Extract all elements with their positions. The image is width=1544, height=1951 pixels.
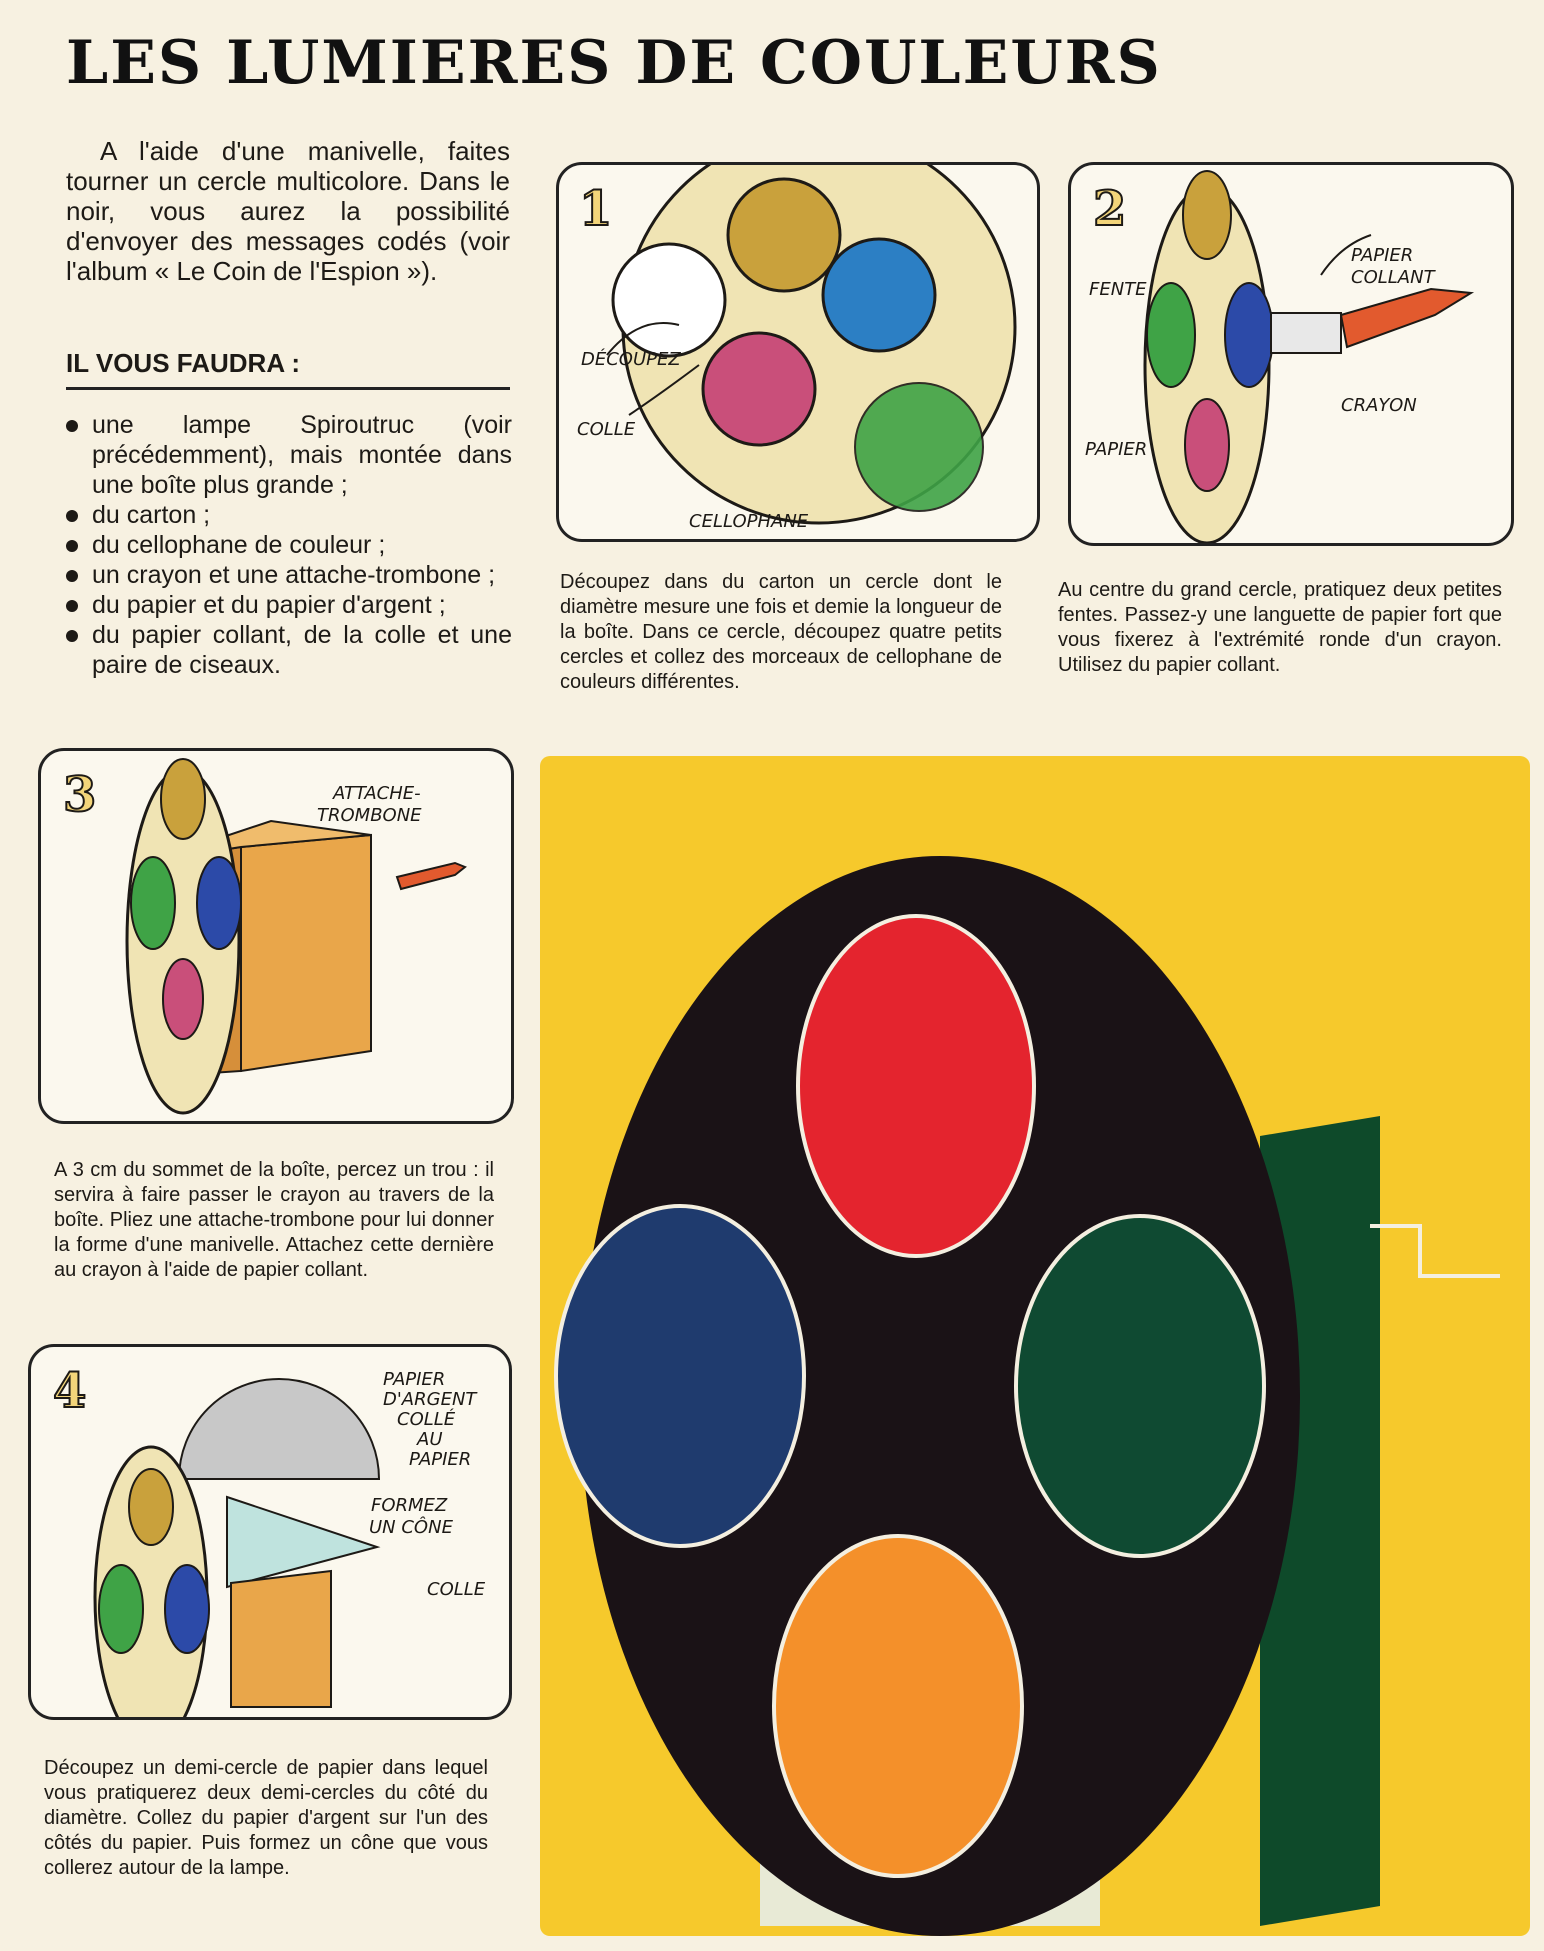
cone-shape [226,1495,381,1589]
ochre-filter [1182,170,1232,260]
pencil-icon [1339,287,1475,349]
label-foil-2: D'ARGENT [383,1389,478,1410]
black-disc [580,856,1300,1936]
list-item: un crayon et une attache-trombone ; [62,560,512,590]
blue-filter [196,856,242,950]
step-4-number: 4 [53,1363,86,1419]
pink-filter [162,958,204,1040]
step-2-illustration: 2 PAPIER COLLANT FENTE CRAYON PAPIER [1068,162,1514,546]
tape-strip [1270,312,1342,354]
pink-filter [701,331,817,447]
foil-half-circle [177,1378,381,1480]
blue-filter [554,1204,806,1548]
label-pencil: CRAYON [1341,395,1417,416]
list-item: une lampe Spiroutruc (voir précédemment)… [62,410,512,500]
step-1-caption: Découpez dans du carton un cercle dont l… [560,571,1002,693]
arrow-icon [628,364,700,416]
finished-device-photo [540,756,1530,1936]
blue-filter [164,1564,210,1654]
ochre-filter [128,1468,174,1546]
label-slit: FENTE [1089,279,1147,300]
label-clip-2: TROMBONE [317,805,422,826]
box-front [230,1569,332,1708]
label-cone-2: UN CÔNE [369,1516,454,1538]
step-3-illustration: 3 ATTACHE- TROMBONE [38,748,514,1124]
green-cellophane [854,382,984,512]
label-cut: DÉCOUPEZ [581,348,681,370]
label-tape-2: COLLANT [1351,267,1437,288]
label-foil-1: PAPIER [383,1369,445,1390]
list-item: du papier et du papier d'argent ; [62,590,512,620]
step-3-caption: A 3 cm du sommet de la boîte, percez un … [54,1159,494,1281]
orange-filter [772,1534,1024,1878]
green-filter [1146,282,1196,388]
ochre-filter [160,758,206,840]
label-cellophane: CELLOPHANE [689,511,809,532]
label-paper: PAPIER [1085,439,1147,460]
intro-paragraph: A l'aide d'une manivelle, faites tourner… [66,136,510,286]
step-1-illustration: 1 DÉCOUPEZ COLLE CELLOPHANE [556,162,1040,542]
materials-list: une lampe Spiroutruc (voir précédemment)… [62,410,512,680]
arrow-icon [1320,234,1372,276]
page-title: LES LUMIERES DE COULEURS [66,28,1162,98]
crank-handle [1370,1224,1500,1278]
blue-filter [821,237,937,353]
label-foil-4: AU [416,1429,443,1450]
green-filter [98,1564,144,1654]
step-3-number: 3 [63,767,96,823]
label-cone-1: FORMEZ [371,1495,448,1516]
pink-filter [1184,398,1230,492]
label-tape-1: PAPIER [1351,245,1413,266]
list-item: du cellophane de couleur ; [62,530,512,560]
arrow-icon [606,322,680,356]
blue-filter [1224,282,1274,388]
step-4-caption: Découpez un demi-cercle de papier dans l… [44,1757,488,1879]
red-filter [796,914,1036,1258]
ochre-filter [726,177,842,293]
green-filter [1014,1214,1266,1558]
box-front [240,833,372,1073]
pencil-icon [395,861,467,891]
list-item: du papier collant, de la colle et une pa… [62,620,512,680]
list-item: du carton ; [62,500,512,530]
cut-hole [611,242,727,358]
label-glue: COLLE [427,1579,486,1600]
step-4-illustration: 4 PAPIER D'ARGENT COLLÉ AU PAPIER FORMEZ… [28,1344,512,1720]
step-2-number: 2 [1093,181,1126,237]
label-foil-5: PAPIER [409,1449,471,1470]
step-1-number: 1 [579,181,612,237]
label-clip-1: ATTACHE- [332,783,421,804]
label-foil-3: COLLÉ [397,1408,456,1430]
green-filter [130,856,176,950]
label-glue: COLLE [577,419,636,440]
materials-heading: IL VOUS FAUDRA : [66,348,510,390]
step-2-caption: Au centre du grand cercle, pratiquez deu… [1058,579,1502,676]
